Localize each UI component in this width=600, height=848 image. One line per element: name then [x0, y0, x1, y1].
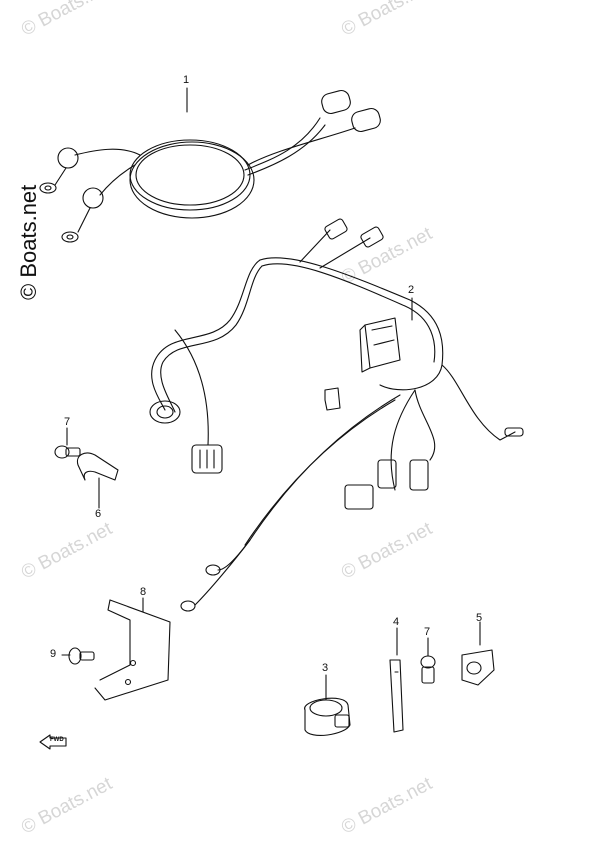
- callout-5: 5: [476, 612, 483, 624]
- callout-4: 4: [393, 616, 400, 628]
- part-9-screw: [61, 647, 95, 665]
- callout-7-right: 7: [424, 626, 431, 638]
- callout-8: 8: [140, 586, 147, 598]
- callout-7-left: 7: [64, 416, 71, 428]
- part-5-clamp: [461, 621, 495, 686]
- part-7-bolt-left: [54, 427, 81, 459]
- fwd-label: FWD: [50, 737, 64, 743]
- part-3-clip: [304, 674, 351, 736]
- part-1-coiled-harness: [39, 87, 381, 243]
- callout-1: 1: [183, 74, 190, 86]
- fwd-arrow-icon: [39, 734, 67, 750]
- part-6-clamp: [76, 452, 119, 509]
- callout-6: 6: [95, 508, 102, 520]
- part-7-bolt-right: [420, 637, 436, 684]
- callout-9: 9: [50, 648, 57, 660]
- part-8-bracket: [94, 597, 171, 701]
- callout-2: 2: [408, 284, 415, 296]
- part-4-cable-tie: [389, 627, 404, 733]
- callout-3: 3: [322, 662, 329, 674]
- part-2-main-harness: [149, 218, 524, 612]
